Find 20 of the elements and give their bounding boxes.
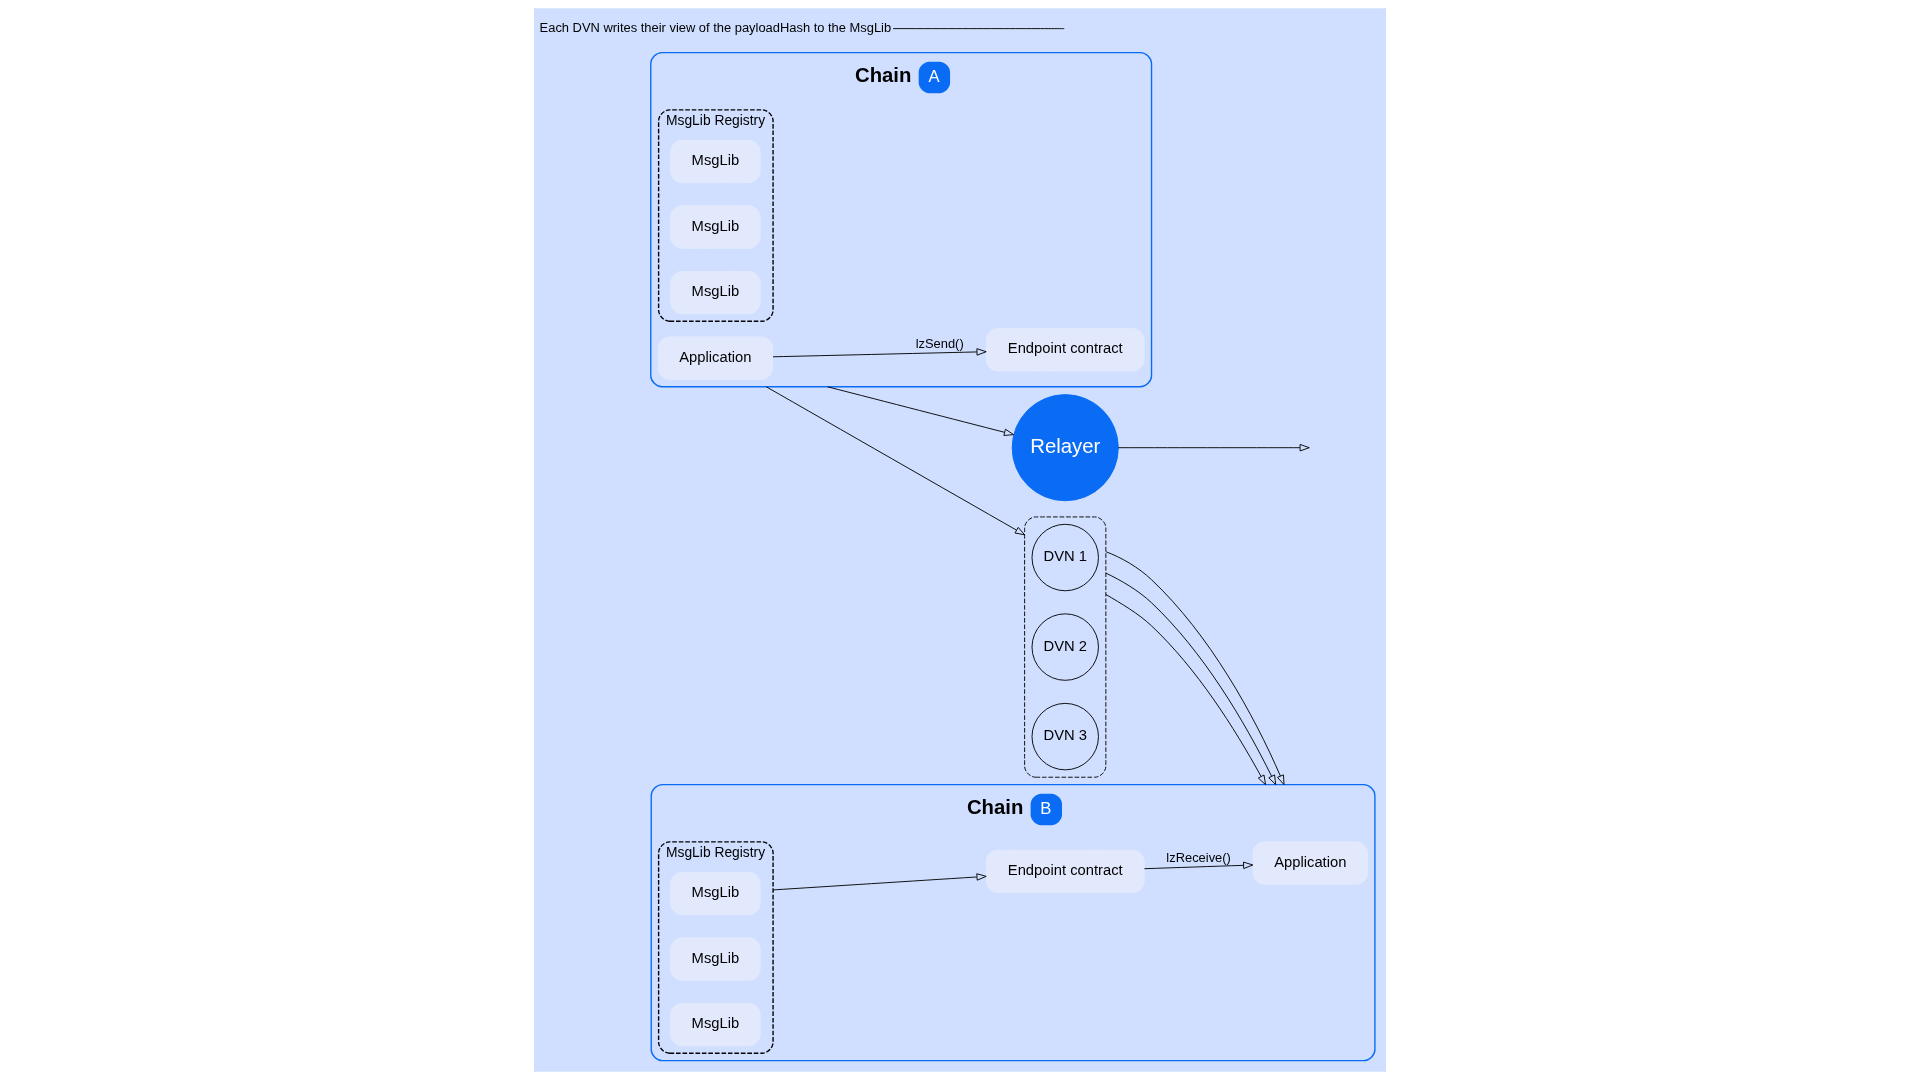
arrow: [1144, 861, 1254, 870]
edge-label: lzReceive(): [1166, 850, 1231, 866]
node-circle: DVN 2: [1031, 613, 1099, 681]
edge-label: lzSend(): [915, 336, 964, 352]
arrow: [1117, 444, 1310, 452]
node-circle: DVN 3: [1031, 702, 1099, 771]
node-circle: DVN 1: [1031, 523, 1099, 592]
arrow: [765, 386, 1026, 536]
cluster: [1024, 516, 1107, 778]
node-circle: Relayer: [1011, 394, 1119, 502]
node-box: Application: [657, 336, 774, 380]
arrow: [772, 348, 987, 358]
node-box: Application: [1252, 841, 1368, 885]
arrow: [827, 386, 1015, 436]
node-box: Endpoint contract: [985, 849, 1145, 894]
connector: [892, 28, 1065, 30]
arrow: [1105, 594, 1267, 786]
node-box: Endpoint contract: [985, 328, 1145, 372]
arrow: [772, 873, 987, 891]
node-text: Each DVN writes their view of the payloadHash to the MsgLib: [539, 20, 892, 36]
